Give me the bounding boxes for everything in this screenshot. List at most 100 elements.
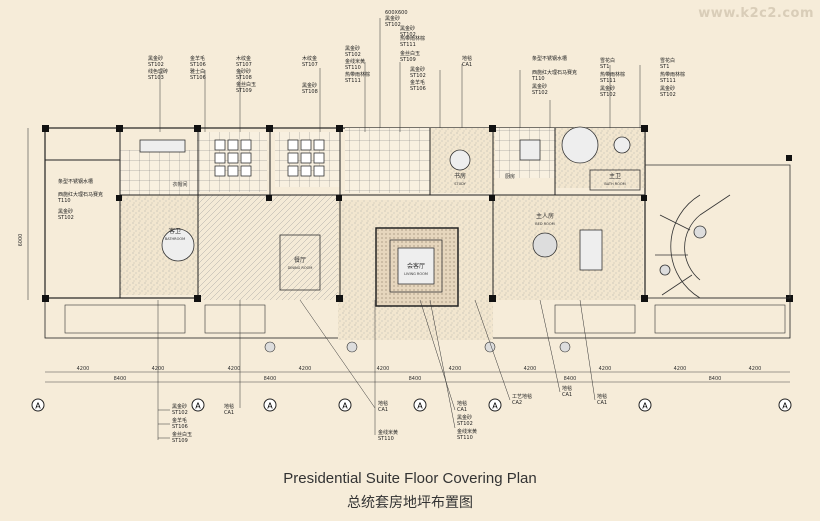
callout-code: ST108 [236,75,252,81]
dim-label: 8400 [114,376,127,382]
callout-text: 黑金砂 [148,55,163,62]
callout-code: CA1 [597,400,607,406]
callout-code: ST102 [410,73,426,79]
callout-text: 地毯 [378,400,388,407]
interior-walls [45,128,646,300]
furniture [139,126,641,293]
section-mark: A [413,398,427,412]
leader-lines [157,299,596,440]
callout-code: ST106 [410,86,426,92]
callout-code: CA1 [562,392,572,398]
dim-label: 4200 [674,366,687,372]
room-label-wardrobe: 衣帽间 [172,181,187,188]
dim-label: 8400 [709,376,722,382]
top-tile-3 [345,128,430,193]
room-label-bathroom: 客卫 [169,227,181,235]
callout-code: CA1 [457,407,467,413]
section-mark: A [263,398,277,412]
dim-label: 4200 [749,366,762,372]
room-label-dining-en: DINING ROOM [288,266,313,270]
callout-code: ST111 [600,78,616,84]
watermark: www.k2c2.com [698,6,814,21]
dim-label: 4200 [524,366,537,372]
svg-text:A: A [195,402,201,411]
callout-text: 金线米黄 [345,58,365,65]
callout-text: 地毯 [597,393,607,400]
callout-text: 木纹金 [302,55,317,62]
callout-code: ST102 [400,32,416,38]
callout-code: CA1 [378,407,388,413]
callout-text: 黑金砂 [302,82,317,89]
callout-text: 热带雨林棕 [400,35,425,42]
callout-code: ST102 [457,421,473,427]
callout-text: 工艺地毯 [512,393,532,400]
columns [42,125,793,302]
section-mark: A [488,398,502,412]
room-label-study: 书房 [454,172,466,180]
section-mark: A [338,398,352,412]
svg-text:A: A [492,402,498,411]
room-label-bedroom-en: BED ROOM [535,222,554,226]
callout-dim: 600X600 [385,10,408,16]
callout-text: 线色理砖 [148,68,168,75]
dim-label: 4200 [77,366,90,372]
dim-label: 8400 [264,376,277,382]
callout-text: 黑金砂 [345,45,360,52]
callout-text: 雪花白 [660,57,675,64]
drawing-title-en: Presidential Suite Floor Covering Plan [283,470,537,487]
callout-code: ST102 [345,52,361,58]
callout-code: ST102 [172,410,188,416]
room-label-bath-master: 主卫 [609,172,621,180]
callout-code: CA1 [462,62,472,68]
callout-code: CA2 [512,400,522,406]
callout-text: 金羊毛 [190,55,205,62]
callout-text: 金羊毛 [172,417,187,424]
drawing-title-cn: 总统套房地坪布置图 [347,495,473,511]
callout-text: 金羊毛 [410,79,425,86]
room-label-kitchen: 厨房 [505,173,515,180]
section-mark: A [191,398,205,412]
callout-text: 黑金砂 [600,85,615,92]
room-label-bathroom-en: BATHROOM [165,237,185,241]
callout-text: 条型不锈钢水槽 [532,55,567,62]
callout-text: 地毯 [224,403,234,410]
callout-code: ST110 [457,435,473,441]
callout-code: ST1 [600,64,609,70]
callout-code: ST103 [148,75,164,81]
callout-text: 黑金砂 [410,66,425,73]
room-label-study-en: STUDY [454,182,466,186]
callout-text: 黑金砂 [660,85,675,92]
callout-code: ST111 [660,78,676,84]
dim-label: 4200 [299,366,312,372]
top-leaders [159,18,641,132]
callout-code: ST110 [345,65,361,71]
callout-text: 黑金砂 [172,403,187,410]
section-mark: A [778,398,792,412]
callout-text: 地毯 [462,55,472,62]
callout-code: ST111 [345,78,361,84]
callout-code: ST106 [190,62,206,68]
dim-label: 8400 [409,376,422,382]
room-labels: 客卫 BATHROOM 餐厅 DINING ROOM 会客厅 LIVING RO… [165,172,626,276]
callout-code: ST102 [58,215,74,221]
callout-text: 金丝白玉 [172,431,192,438]
bottom-callouts: 黑金砂 ST102 金羊毛 ST106 金丝白玉 ST109 地毯 CA1 地毯… [172,385,607,444]
dimension-labels: 4200 4200 4200 4200 4200 4200 4200 4200 … [18,234,761,382]
room-label-dining: 餐厅 [294,256,306,264]
svg-text:A: A [342,402,348,411]
callout-code: ST110 [378,436,394,442]
callout-text: 金线米黄 [378,429,398,436]
callout-code: ST109 [236,88,252,94]
callout-text: 金丝白玉 [400,50,420,57]
left-tile [120,150,198,195]
callout-text: 热带雨林棕 [600,71,625,78]
callout-text: 西施红大理石马赛克 [58,191,103,198]
callout-code: ST102 [600,92,616,98]
dim-label: 8400 [564,376,577,382]
callout-code: ST102 [385,22,401,28]
svg-text:A: A [642,402,648,411]
callout-code: ST106 [172,424,188,430]
callout-text: 热带雨林棕 [660,71,685,78]
top-callouts: 黑金砂 ST102 线色理砖 ST103 金羊毛 ST106 雅士白 ST106… [148,10,685,98]
